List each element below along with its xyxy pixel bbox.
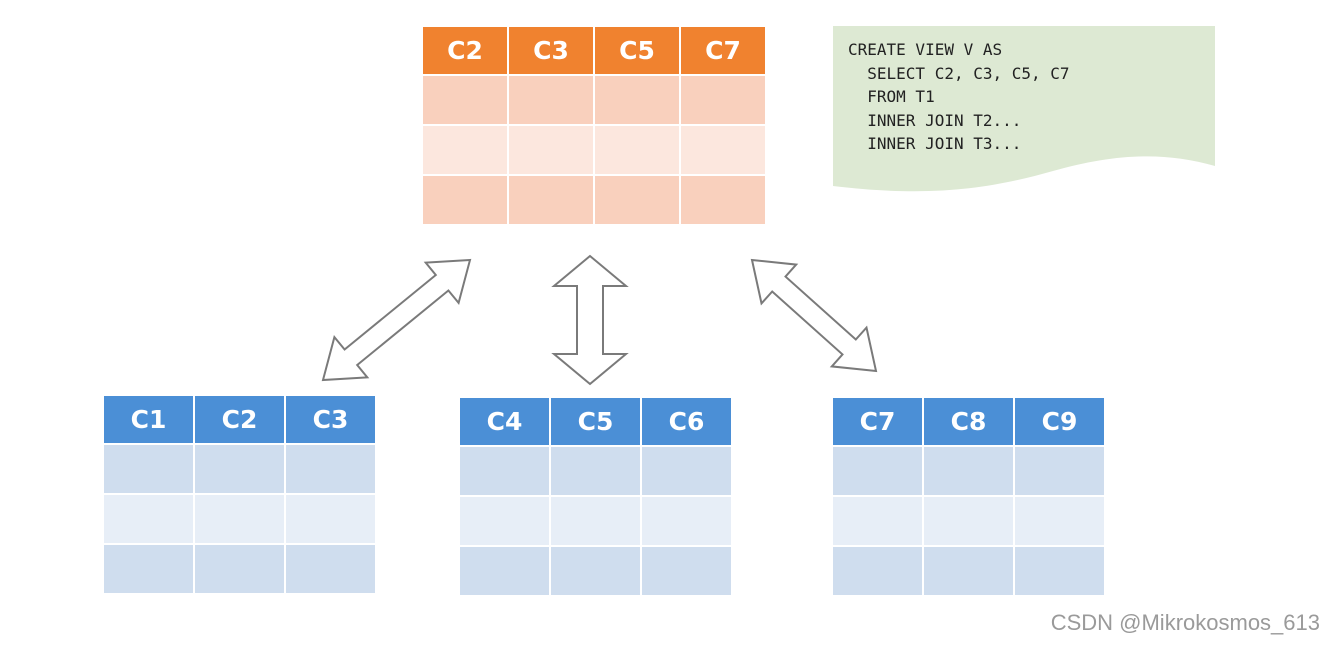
- base-table-3-cell: [833, 547, 922, 595]
- base-table-1-cell: [195, 545, 284, 593]
- base-table-3-column-header: C9: [1015, 398, 1104, 445]
- view-table-cell: [681, 76, 765, 124]
- view-table-cell: [595, 176, 679, 224]
- base-table-1-cell: [104, 495, 193, 543]
- base-table-1-row: [104, 545, 375, 593]
- base-table-1-row: [104, 445, 375, 493]
- view-table-column-header: C7: [681, 27, 765, 74]
- base-table-2-cell: [460, 547, 549, 595]
- view-table-cell: [423, 76, 507, 124]
- base-table-2-row: [460, 547, 731, 595]
- view-table-cell: [423, 176, 507, 224]
- base-table-2-row: [460, 447, 731, 495]
- view-table-cell: [509, 176, 593, 224]
- base-table-2-cell: [460, 497, 549, 545]
- view-table-cell: [509, 126, 593, 174]
- base-table-1-column-header: C1: [104, 396, 193, 443]
- view-table-row: [423, 126, 765, 174]
- base-table-3-cell: [1015, 497, 1104, 545]
- base-table-1-row: [104, 495, 375, 543]
- base-table-2-column-header: C4: [460, 398, 549, 445]
- view-table-row: [423, 76, 765, 124]
- double-arrow-left-icon: [321, 258, 472, 382]
- base-table-3-cell: [833, 447, 922, 495]
- base-table-2-cell: [460, 447, 549, 495]
- base-table-2-cell: [551, 447, 640, 495]
- base-table-1-cell: [104, 545, 193, 593]
- base-table-1-cell: [286, 445, 375, 493]
- view-table-cell: [423, 126, 507, 174]
- base-table-1-column-header: C2: [195, 396, 284, 443]
- base-table-3-row: [833, 447, 1104, 495]
- base-table-3-cell: [924, 447, 1013, 495]
- base-table-1-cell: [104, 445, 193, 493]
- base-table-2-cell: [551, 547, 640, 595]
- view-table-cell: [681, 176, 765, 224]
- sql-note-shape: [833, 26, 1215, 192]
- base-table-1-cell: [195, 445, 284, 493]
- base-table-3-cell: [1015, 547, 1104, 595]
- view-table-cell: [681, 126, 765, 174]
- base-table-3-cell: [833, 497, 922, 545]
- base-table-2-row: [460, 497, 731, 545]
- watermark: CSDN @Mikrokosmos_613: [1050, 610, 1320, 635]
- view-table-cell: [595, 126, 679, 174]
- double-arrow-vertical-icon: [551, 254, 629, 386]
- sql-code: CREATE VIEW V AS SELECT C2, C3, C5, C7 F…: [848, 40, 1070, 153]
- base-table-3-column-header: C7: [833, 398, 922, 445]
- base-table-3-row: [833, 547, 1104, 595]
- double-arrow-right-icon: [750, 258, 878, 373]
- base-table-2-cell: [642, 547, 731, 595]
- base-table-2-cell: [551, 497, 640, 545]
- base-table-3-cell: [924, 497, 1013, 545]
- base-table-2-column-header: C5: [551, 398, 640, 445]
- view-table-column-header: C5: [595, 27, 679, 74]
- view-table-cell: [595, 76, 679, 124]
- base-table-1-cell: [286, 495, 375, 543]
- base-table-3-row: [833, 497, 1104, 545]
- base-table-1-column-header: C3: [286, 396, 375, 443]
- base-table-2-column-header: C6: [642, 398, 731, 445]
- base-table-1-cell: [286, 545, 375, 593]
- base-table-3-cell: [1015, 447, 1104, 495]
- base-table-1-cell: [195, 495, 284, 543]
- base-table-2-cell: [642, 497, 731, 545]
- view-table-column-header: C2: [423, 27, 507, 74]
- view-table-row: [423, 176, 765, 224]
- base-table-3-column-header: C8: [924, 398, 1013, 445]
- base-table-3-cell: [924, 547, 1013, 595]
- base-table-2-cell: [642, 447, 731, 495]
- view-table-cell: [509, 76, 593, 124]
- view-table-column-header: C3: [509, 27, 593, 74]
